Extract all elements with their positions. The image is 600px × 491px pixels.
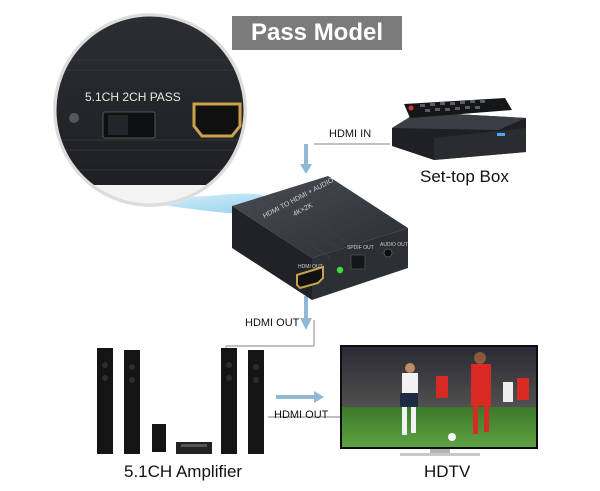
hdmi-audio-extractor [232, 176, 408, 300]
hdmi-out-left-label: HDMI OUT [245, 317, 300, 329]
spdif-port [350, 254, 366, 270]
tv-icon [340, 345, 538, 456]
hdmi-out-bottom-label: HDMI OUT [274, 409, 329, 421]
set-top-box-icon [392, 112, 526, 160]
amplifier-label: 5.1CH Amplifier [124, 462, 243, 481]
device-port-audio-out: AUDIO OUT [380, 242, 408, 248]
device-port-hdmi-out: HDMI OUT [298, 264, 323, 270]
switch-label: 5.1CH 2CH PASS [85, 90, 181, 104]
screw-icon [69, 113, 79, 123]
page-title: Pass Model [232, 16, 402, 50]
power-led [336, 266, 344, 274]
remote-control-icon [404, 98, 512, 118]
audio-jack [383, 248, 393, 258]
set-top-box-label: Set-top Box [420, 167, 509, 186]
zoom-detail [53, 13, 247, 207]
hdmi-port-detail [192, 102, 242, 138]
signal-arrows [276, 144, 324, 403]
hdtv-label: HDTV [424, 462, 471, 481]
speaker-icon [97, 348, 264, 454]
device-port-spdif-out: SPDIF OUT [347, 245, 374, 251]
hdmi-in-label: HDMI IN [329, 128, 372, 140]
hdmi-out-port [296, 265, 324, 290]
